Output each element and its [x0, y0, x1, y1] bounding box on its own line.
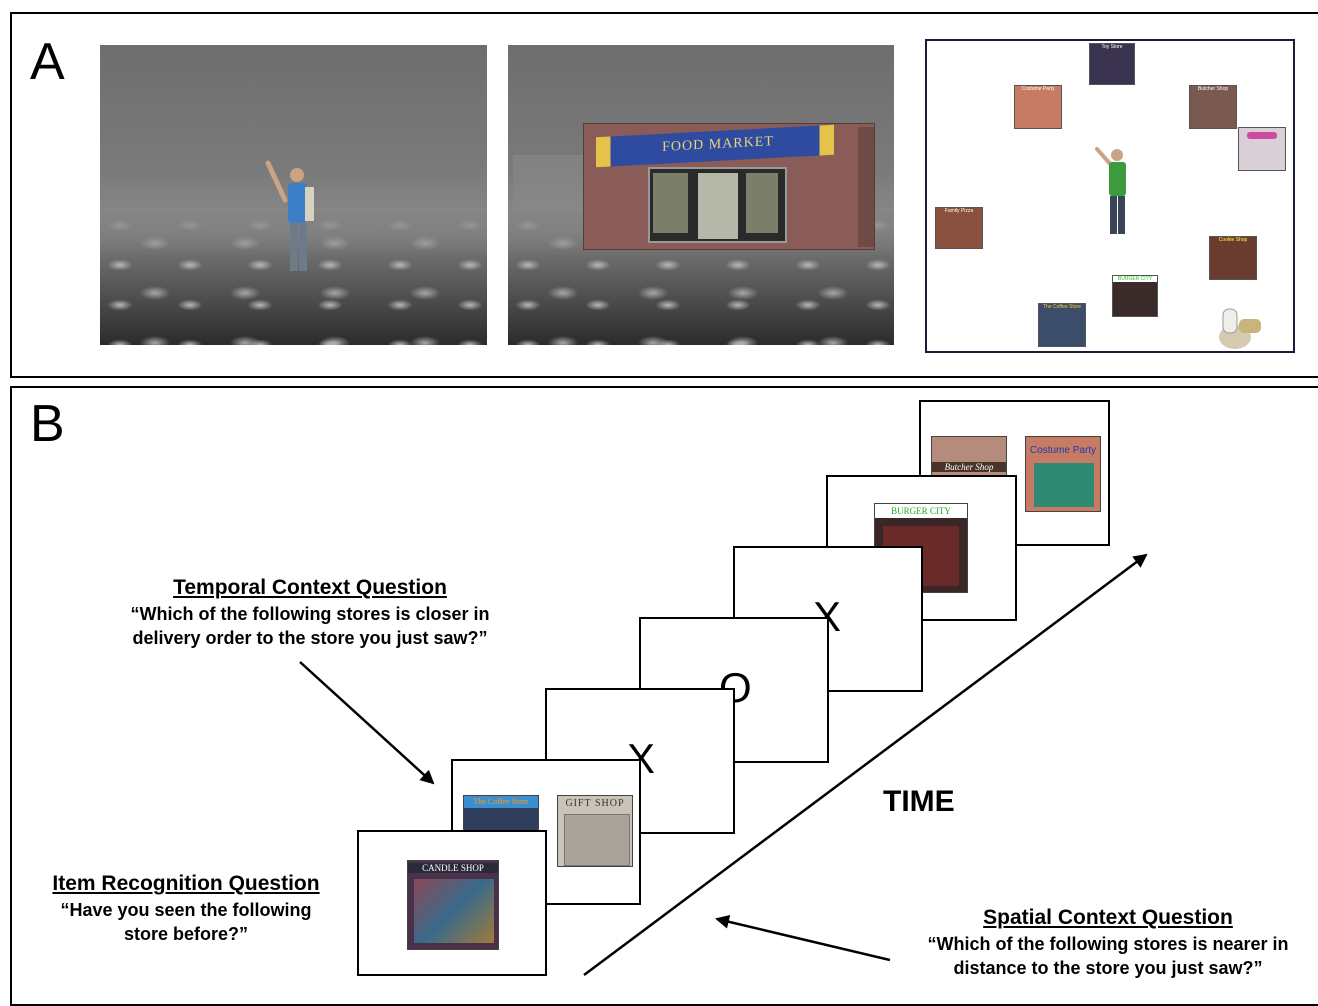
map-store-label: BURGER CITY [1113, 276, 1157, 282]
map-store-label: Cookie Shop [1218, 237, 1248, 243]
temporal-question-line1: “Which of the following stores is closer… [130, 604, 490, 624]
spatial-question-title: Spatial Context Question [983, 906, 1233, 929]
map-store-label: Toy Store [1101, 44, 1123, 50]
hand-cursor-icon [1219, 308, 1261, 349]
store-sign: The Coffee Store [464, 796, 538, 808]
store-window [414, 879, 494, 943]
scene-food-market: FOOD MARKET [508, 45, 894, 345]
map-store-cookie: Cookie Shop [1209, 236, 1257, 280]
map-store-label: Costume Party [1021, 86, 1055, 92]
store-sign: GIFT SHOP [565, 798, 625, 809]
market-side-wall [858, 127, 874, 247]
map-store-burger: BURGER CITY [1112, 275, 1158, 317]
panel-a-label: A [30, 33, 65, 91]
map-store-pizza-right [1238, 127, 1286, 171]
store-window [1034, 463, 1094, 507]
item-question-title: Item Recognition Question [52, 872, 320, 895]
map-store-label: The Coffee Store [1043, 304, 1081, 310]
store-sign: Costume Party [1029, 445, 1097, 456]
item-question-line1: “Have you seen the following [60, 900, 312, 920]
time-label: TIME [883, 785, 955, 818]
panel-b-label: B [30, 395, 65, 453]
person-figure [265, 160, 314, 271]
map-store-costume: Costume Party [1014, 85, 1062, 129]
spatial-question-line1: “Which of the following stores is nearer… [927, 934, 1289, 954]
frame-candle-shop: CANDLE SHOP [357, 830, 547, 976]
map-store-toy: Toy Store [1089, 43, 1135, 85]
overhead-map: Toy Store Costume Party Butcher Shop Fam… [925, 39, 1295, 353]
map-store-label: Butcher Shop [1197, 86, 1229, 92]
map-store-coffee: The Coffee Store [1038, 303, 1086, 347]
store-sign: Butcher Shop [932, 462, 1006, 472]
map-store-butcher: Butcher Shop [1189, 85, 1237, 129]
store-window [564, 814, 630, 866]
map-store-sign [1247, 132, 1277, 139]
scene-person [100, 45, 487, 345]
market-window-right [746, 173, 778, 233]
map-person-figure [1095, 147, 1126, 234]
store-gift-shop: GIFT SHOP [557, 795, 633, 867]
map-store-label: Family Pizza [944, 208, 974, 214]
map-store-pizza: Family Pizza [935, 207, 983, 249]
store-sign: CANDLE SHOP [408, 863, 498, 873]
temporal-question-title: Temporal Context Question [173, 576, 447, 599]
market-window-left [653, 173, 688, 233]
market-door [698, 173, 738, 239]
spatial-question-line2: distance to the store you just saw?” [953, 958, 1263, 978]
temporal-question-line2: delivery order to the store you just saw… [132, 628, 488, 648]
item-question-line2: store before?” [123, 924, 249, 944]
distant-building [513, 155, 593, 215]
panel-a [10, 12, 1318, 378]
store-costume: Costume Party [1025, 436, 1101, 512]
store-sign: BURGER CITY [875, 504, 967, 518]
store-candle-shop: CANDLE SHOP [407, 860, 499, 950]
